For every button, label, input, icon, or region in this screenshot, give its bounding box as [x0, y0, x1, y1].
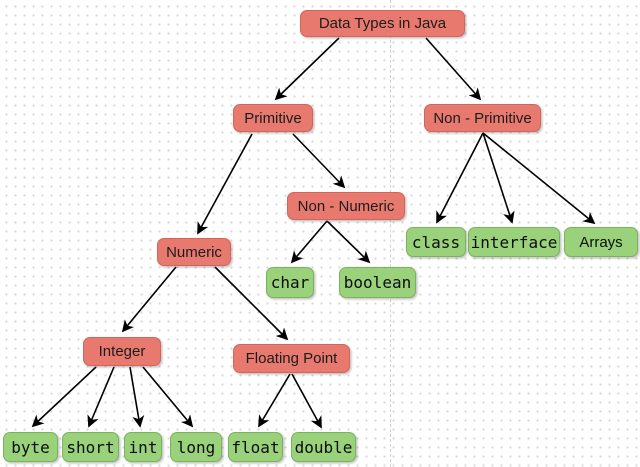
node-class[interactable]: class — [406, 227, 466, 257]
edge-numeric-integer[interactable] — [121, 266, 177, 333]
node-numeric[interactable]: Numeric — [157, 238, 231, 266]
edge-non-primitive-class[interactable] — [436, 132, 484, 224]
edge-floating-point-double[interactable] — [291, 373, 322, 429]
node-arrays[interactable]: Arrays — [564, 227, 638, 257]
node-float[interactable]: float — [228, 432, 283, 462]
node-double[interactable]: double — [291, 432, 356, 462]
edge-root-non-primitive[interactable] — [425, 37, 482, 101]
edge-integer-long[interactable] — [142, 366, 194, 428]
edge-non-primitive-arrays[interactable] — [482, 132, 596, 225]
edge-root-primitive[interactable] — [274, 37, 340, 101]
node-short[interactable]: short — [62, 432, 119, 462]
page-boundary-line — [390, 0, 391, 467]
edge-primitive-non-numeric[interactable] — [292, 133, 346, 189]
node-non-primitive[interactable]: Non - Primitive — [424, 104, 541, 132]
edge-non-numeric-boolean[interactable] — [326, 220, 371, 264]
edge-primitive-numeric[interactable] — [197, 133, 253, 235]
node-int[interactable]: int — [124, 432, 162, 462]
edge-integer-byte[interactable] — [31, 366, 97, 428]
node-long[interactable]: long — [170, 432, 222, 462]
node-floating-point[interactable]: Floating Point — [233, 344, 350, 373]
edge-numeric-floating-point[interactable] — [214, 266, 289, 341]
edge-floating-point-float[interactable] — [258, 373, 291, 428]
node-interface[interactable]: interface — [468, 227, 560, 257]
node-char[interactable]: char — [266, 267, 314, 298]
edge-non-numeric-char[interactable] — [290, 220, 328, 264]
node-non-numeric[interactable]: Non - Numeric — [287, 192, 405, 220]
node-data-types-in-java[interactable]: Data Types in Java — [300, 10, 465, 37]
edge-non-primitive-interface[interactable] — [482, 132, 515, 224]
edge-integer-int[interactable] — [129, 366, 145, 428]
edge-integer-short[interactable] — [87, 366, 115, 428]
node-integer[interactable]: Integer — [83, 337, 161, 366]
node-primitive[interactable]: Primitive — [233, 104, 313, 132]
node-boolean[interactable]: boolean — [339, 267, 416, 298]
node-byte[interactable]: byte — [3, 432, 58, 462]
